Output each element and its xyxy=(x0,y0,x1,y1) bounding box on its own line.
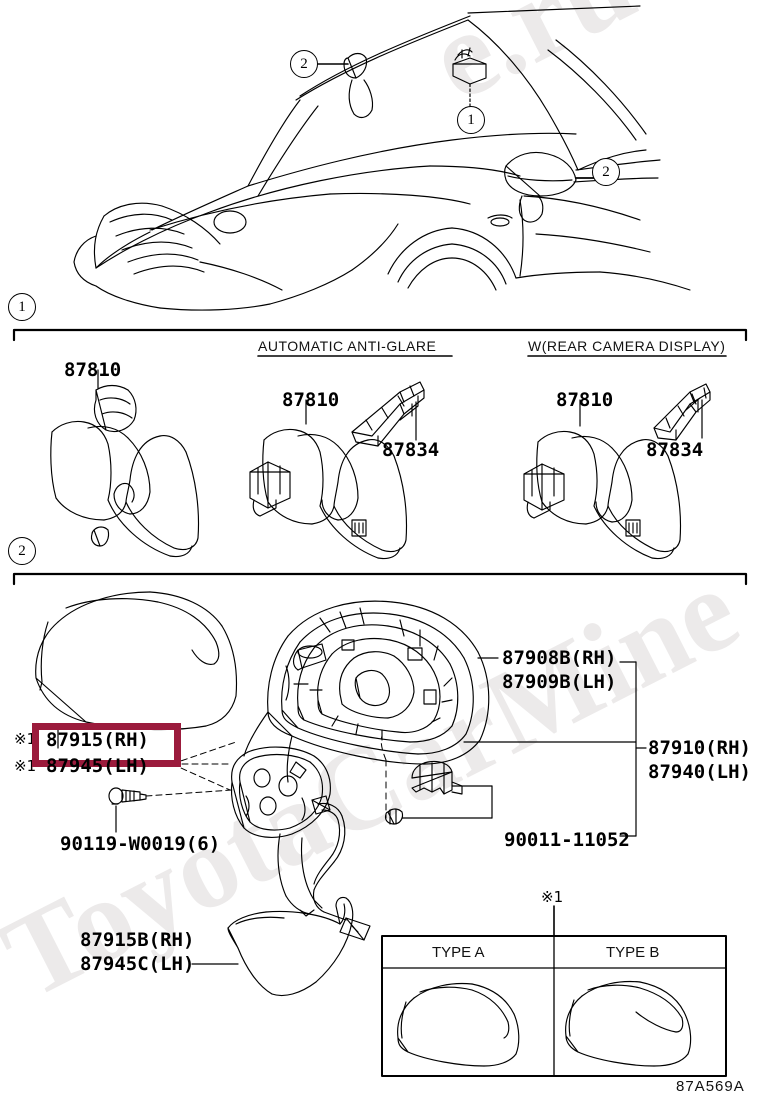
part-number-87915-rh[interactable]: 87915(RH) xyxy=(46,729,149,751)
mirror-87810-camera xyxy=(523,399,682,560)
variant-heading-auto-anti-glare: AUTOMATIC ANTI-GLARE xyxy=(258,338,437,354)
type-a-header: TYPE A xyxy=(432,944,485,961)
note-marker-cover-lh: ※1 xyxy=(14,757,37,775)
part-number-87910-rh[interactable]: 87910(RH) xyxy=(648,737,751,759)
type-b-header: TYPE B xyxy=(606,944,660,961)
part-number-87908B-rh[interactable]: 87908B(RH) xyxy=(502,647,617,669)
part-number-87909B-lh[interactable]: 87909B(LH) xyxy=(502,671,617,693)
part-number-87940-lh[interactable]: 87940(LH) xyxy=(648,761,751,783)
part-number-87834-antiglare[interactable]: 87834 xyxy=(382,439,440,461)
section-1-bracket xyxy=(12,328,748,342)
mirror-87810-antiglare xyxy=(249,399,408,560)
part-number-87945-lh[interactable]: 87945(LH) xyxy=(46,755,149,777)
type-comparison-box xyxy=(381,905,727,1077)
lower-mirror-cover-87915B xyxy=(227,896,354,997)
part-number-90119-W0019[interactable]: 90119-W0019(6) xyxy=(60,833,221,855)
highlight-box-selected-part xyxy=(32,723,181,767)
mirror-87810-plain xyxy=(50,369,200,558)
part-number-87810-camera[interactable]: 87810 xyxy=(556,389,614,411)
part-number-87810-antiglare[interactable]: 87810 xyxy=(282,389,340,411)
clip-90011 xyxy=(380,735,493,825)
part-number-87915B-rh[interactable]: 87915B(RH) xyxy=(80,929,195,951)
screw-90119 xyxy=(108,787,233,833)
callout-circle-2-windshield[interactable]: 2 xyxy=(290,50,318,78)
assembly-leader-lines xyxy=(191,657,647,965)
part-number-87834-camera[interactable]: 87834 xyxy=(646,439,704,461)
part-number-90011-11052[interactable]: 90011-11052 xyxy=(504,829,630,851)
outer-mirror-cover-87915 xyxy=(35,591,238,749)
callout-circle-1-inner-mirror[interactable]: 1 xyxy=(457,106,485,134)
cover-87834-camera xyxy=(653,383,711,441)
note-marker-cover-rh: ※1 xyxy=(14,730,37,748)
part-number-87810-plain[interactable]: 87810 xyxy=(64,359,122,381)
callout-circle-2-outer-mirror[interactable]: 2 xyxy=(592,158,620,186)
vehicle-illustration xyxy=(73,5,691,311)
section-2-bracket xyxy=(12,572,748,586)
outer-mirror-assembly-87910 xyxy=(171,600,490,941)
section-marker-2[interactable]: 2 xyxy=(8,537,36,565)
diagram-code: 87A569A xyxy=(676,1078,745,1095)
type-box-note-marker: ※1 xyxy=(541,888,564,906)
cover-87834-antiglare xyxy=(351,381,425,447)
section-marker-1[interactable]: 1 xyxy=(8,293,36,321)
part-number-87945C-lh[interactable]: 87945C(LH) xyxy=(80,953,195,975)
variant-heading-rear-camera-display: W(REAR CAMERA DISPLAY) xyxy=(528,338,726,354)
